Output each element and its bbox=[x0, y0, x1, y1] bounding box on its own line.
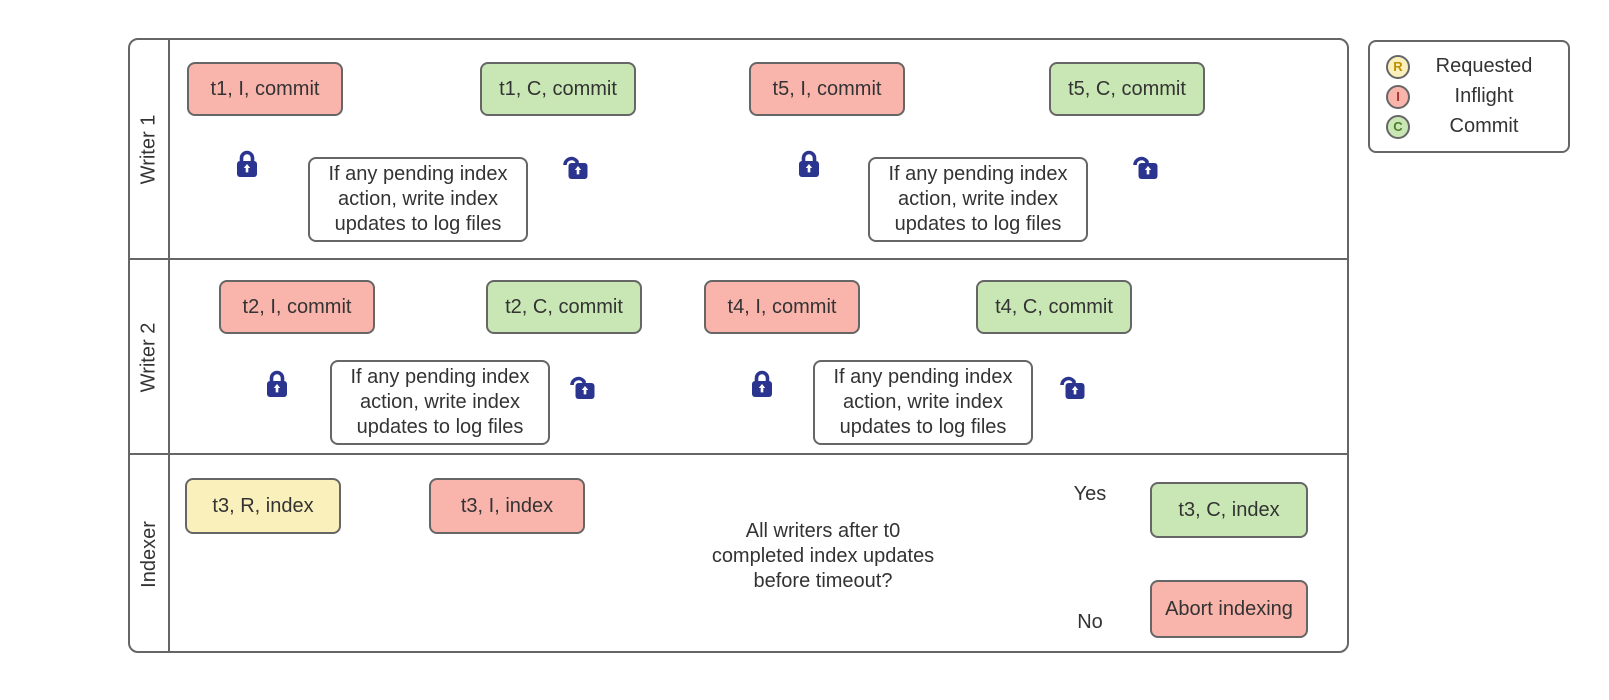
requested-badge-icon: R bbox=[1386, 54, 1410, 79]
node-t3-requested: t3, R, index bbox=[185, 478, 341, 534]
lane-divider-1 bbox=[128, 258, 1349, 260]
lock-closed-icon bbox=[748, 368, 776, 400]
node-process-w2-left: If any pending index action, write index… bbox=[330, 360, 550, 445]
inflight-badge-icon: I bbox=[1386, 84, 1410, 109]
decision-label: All writers after t0 completed index upd… bbox=[711, 520, 935, 592]
lane-label-text: Writer 1 bbox=[137, 114, 160, 184]
commit-badge-icon: C bbox=[1386, 114, 1410, 139]
lock-open-icon bbox=[561, 150, 589, 182]
node-t4-inflight: t4, I, commit bbox=[704, 280, 860, 334]
swimlane-frame bbox=[128, 38, 1349, 653]
node-t2-inflight: t2, I, commit bbox=[219, 280, 375, 334]
legend-item-commit: C Commit bbox=[1386, 114, 1558, 140]
node-t3-inflight: t3, I, index bbox=[429, 478, 585, 534]
lane-label-text: Writer 2 bbox=[137, 322, 160, 393]
legend-item-requested: R Requested bbox=[1386, 54, 1558, 80]
lock-open-icon bbox=[1131, 150, 1159, 182]
lane-label-text: Indexer bbox=[137, 520, 160, 588]
edge-label-no: No bbox=[1077, 611, 1103, 633]
node-t5-commit: t5, C, commit bbox=[1049, 62, 1205, 116]
lane-label-writer-2: Writer 2 bbox=[128, 260, 170, 455]
lane-label-writer-1: Writer 1 bbox=[128, 38, 170, 260]
node-t5-inflight: t5, I, commit bbox=[749, 62, 905, 116]
lock-closed-icon bbox=[263, 368, 291, 400]
lane-label-indexer: Indexer bbox=[128, 455, 170, 653]
node-t3-commit: t3, C, index bbox=[1150, 482, 1308, 538]
legend-label: Requested bbox=[1435, 55, 1533, 77]
lock-open-icon bbox=[568, 370, 596, 402]
edge-label-yes: Yes bbox=[1073, 483, 1107, 505]
node-t2-commit: t2, C, commit bbox=[486, 280, 642, 334]
node-abort-indexing: Abort indexing bbox=[1150, 580, 1308, 638]
lock-open-icon bbox=[1058, 370, 1086, 402]
node-process-w1-right: If any pending index action, write index… bbox=[868, 157, 1088, 242]
legend-label: Commit bbox=[1449, 115, 1519, 137]
lock-closed-icon bbox=[233, 148, 261, 180]
node-process-w2-right: If any pending index action, write index… bbox=[813, 360, 1033, 445]
lane-divider-2 bbox=[128, 453, 1349, 455]
node-t4-commit: t4, C, commit bbox=[976, 280, 1132, 334]
node-t1-inflight: t1, I, commit bbox=[187, 62, 343, 116]
lock-closed-icon bbox=[795, 148, 823, 180]
node-process-w1-left: If any pending index action, write index… bbox=[308, 157, 528, 242]
legend-label: Inflight bbox=[1454, 85, 1514, 107]
legend: R Requested I Inflight C Commit bbox=[1368, 40, 1570, 153]
node-t1-commit: t1, C, commit bbox=[480, 62, 636, 116]
lane-label-separator bbox=[168, 38, 170, 653]
legend-item-inflight: I Inflight bbox=[1386, 84, 1558, 110]
